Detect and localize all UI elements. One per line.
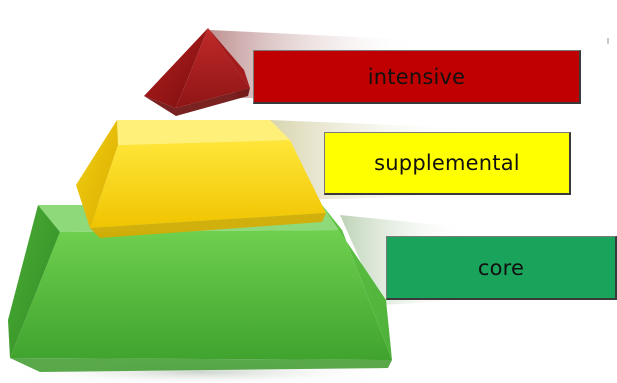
tier-intensive xyxy=(144,28,250,116)
tier-core xyxy=(8,205,392,372)
label-intensive: intensive xyxy=(253,50,581,104)
stray-mark xyxy=(607,38,609,44)
tier-supplemental xyxy=(76,120,326,238)
label-supplemental: supplemental xyxy=(324,132,571,195)
label-core: core xyxy=(386,236,617,300)
